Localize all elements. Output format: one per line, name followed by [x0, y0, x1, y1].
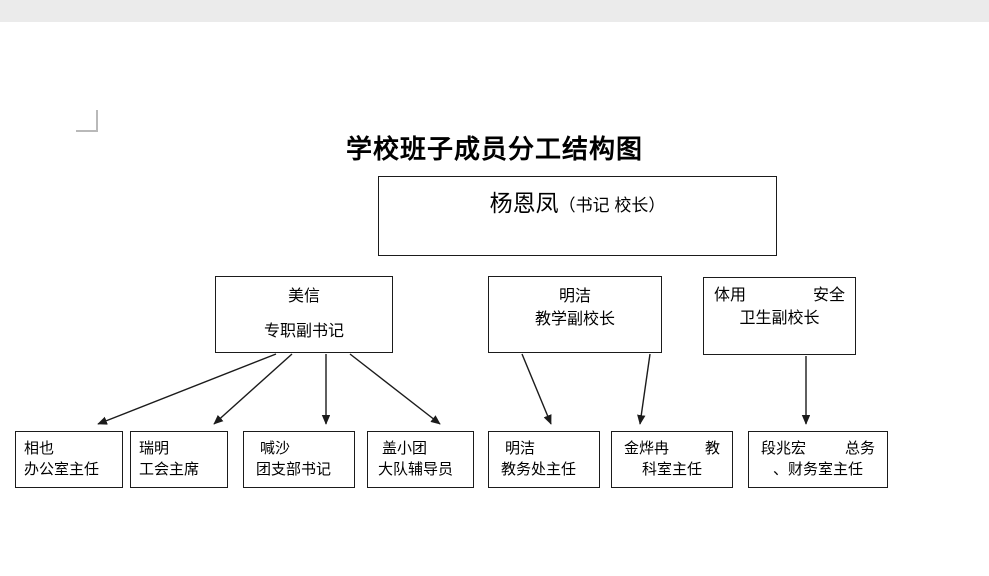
org-node-academic-name: 明洁 [505, 440, 536, 457]
org-node-finance-name: 段兆宏 [761, 440, 807, 457]
org-node-office-role: 办公室主任 [24, 461, 100, 479]
org-node-office[interactable]: 相也 办公室主任 [15, 431, 123, 488]
org-node-research-name: 金烨冉 [624, 440, 670, 457]
org-node-research-tag: 教 [704, 440, 720, 457]
org-node-youth-role: 团支部书记 [256, 461, 332, 479]
org-node-research[interactable]: 金烨冉 教 科室主任 [611, 431, 733, 488]
org-node-root-name: 杨恩凤 [489, 190, 559, 216]
window-top-band [0, 0, 989, 23]
org-node-finance-line1: 段兆宏 总务 [757, 438, 879, 459]
org-node-academic[interactable]: 明洁 教务处主任 [488, 431, 600, 488]
org-node-root-text: 杨恩凤（书记 校长） [387, 187, 768, 220]
org-node-vice-teaching[interactable]: 明洁 教学副校长 [488, 276, 662, 353]
org-node-vice-teaching-name: 明洁 [558, 288, 591, 305]
org-node-union[interactable]: 瑞明 工会主席 [130, 431, 228, 488]
org-node-root-role: （书记 校长） [558, 196, 666, 215]
org-node-vice-health-line1: 体用 安全 [712, 285, 847, 308]
org-node-union-role: 工会主席 [139, 461, 200, 479]
org-node-vice-health-name: 体用 [714, 287, 747, 304]
org-node-vice-health-role: 卫生副校长 [739, 309, 820, 327]
org-node-vice-party[interactable]: 美信 专职副书记 [215, 276, 393, 353]
org-node-finance[interactable]: 段兆宏 总务 、财务室主任 [748, 431, 888, 488]
org-node-finance-tag: 总务 [844, 440, 875, 457]
org-node-vice-health-tag: 安全 [812, 287, 845, 304]
org-node-youth[interactable]: 喊沙 团支部书记 [243, 431, 355, 488]
page-title: 学校班子成员分工结构图 [345, 134, 643, 164]
org-node-brigade-role: 大队辅导员 [378, 461, 454, 479]
org-node-union-name: 瑞明 [139, 440, 170, 457]
org-node-vice-health[interactable]: 体用 安全 卫生副校长 [703, 277, 856, 355]
org-node-vice-party-name: 美信 [287, 288, 320, 305]
org-node-academic-role: 教务处主任 [501, 461, 577, 479]
org-node-finance-role: 、财务室主任 [772, 461, 863, 479]
org-node-research-line1: 金烨冉 教 [620, 438, 724, 459]
org-node-research-role: 科室主任 [641, 461, 702, 479]
page-corner-mark [76, 110, 98, 132]
org-node-youth-name: 喊沙 [260, 440, 291, 457]
org-node-vice-party-role: 专职副书记 [263, 322, 344, 340]
org-node-office-name: 相也 [24, 440, 55, 457]
org-node-vice-teaching-role: 教学副校长 [534, 310, 615, 328]
org-node-brigade-name: 盖小团 [382, 440, 428, 457]
org-node-root[interactable]: 杨恩凤（书记 校长） [378, 176, 777, 256]
org-node-brigade[interactable]: 盖小团 大队辅导员 [367, 431, 474, 488]
